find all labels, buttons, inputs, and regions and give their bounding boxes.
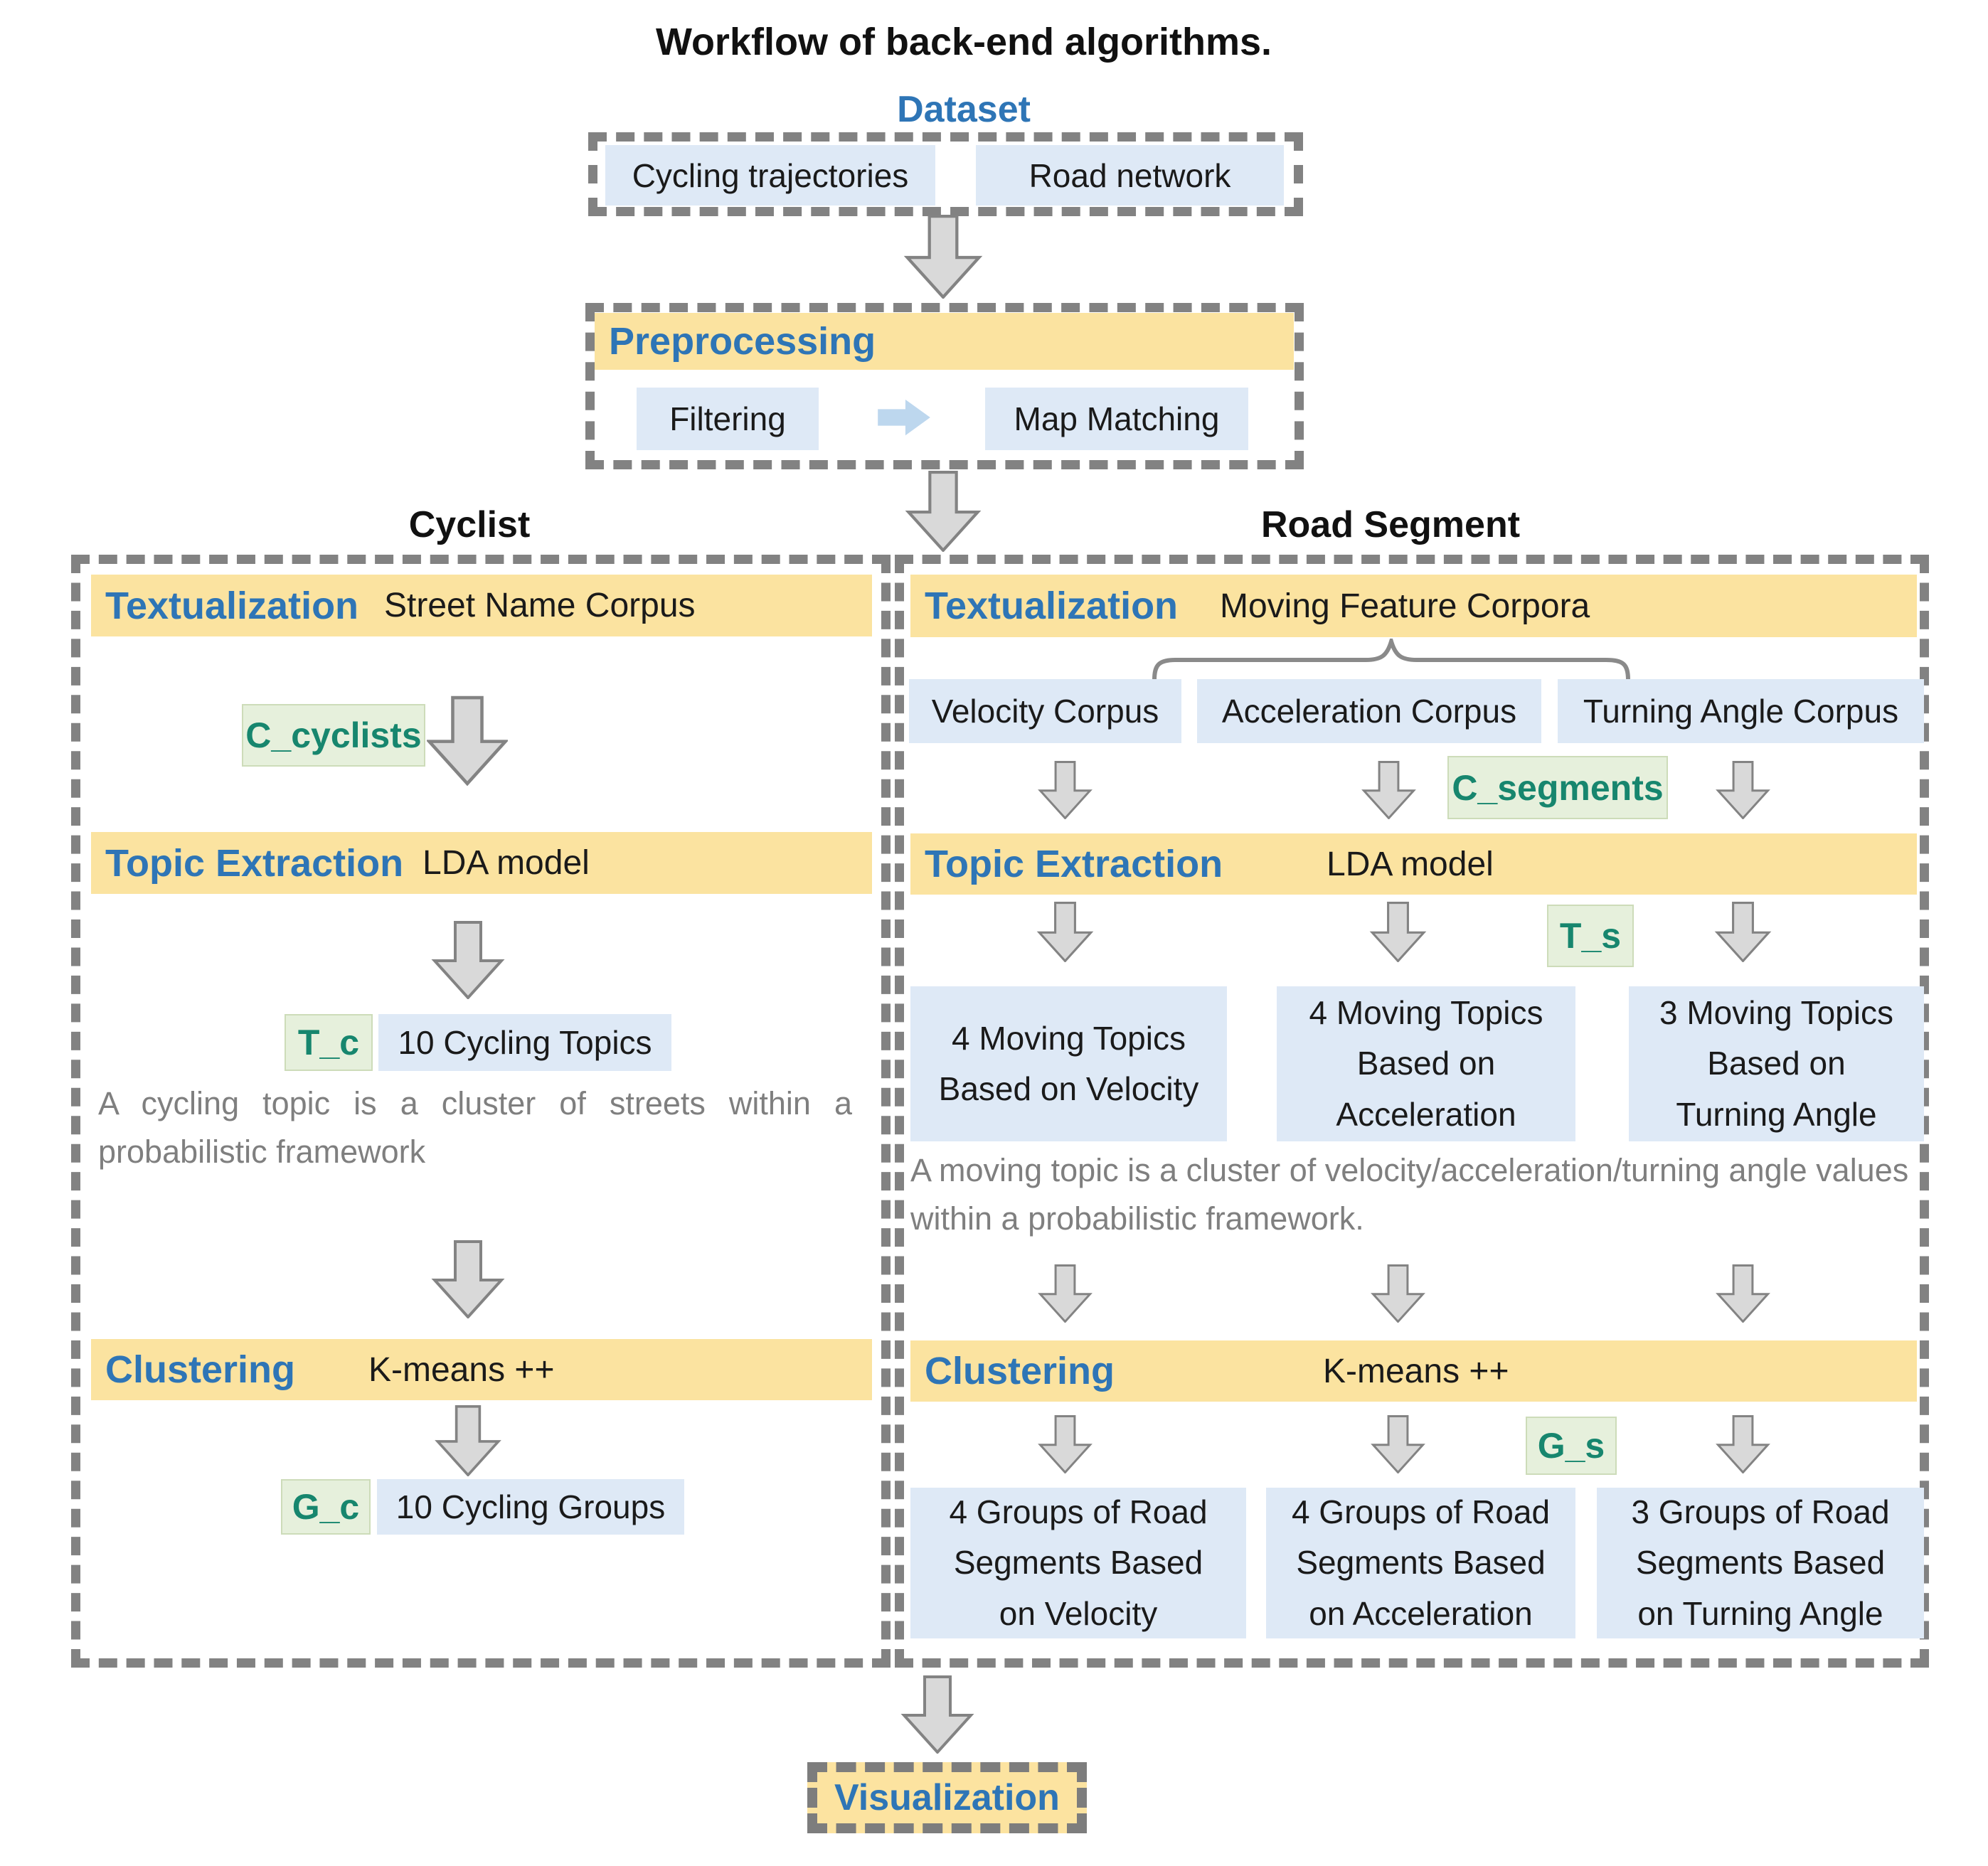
lda-model-label: LDA model bbox=[1327, 845, 1494, 883]
preprocessing-group bbox=[585, 303, 1304, 469]
cyclist-textualization-bar: Textualization Street Name Corpus bbox=[91, 575, 872, 636]
kmeans-label: K-means ++ bbox=[368, 1350, 555, 1389]
down-arrow-icon bbox=[1364, 1415, 1432, 1473]
down-arrow-icon bbox=[428, 1240, 508, 1318]
textualization-label: Textualization bbox=[925, 585, 1179, 627]
down-arrow-icon bbox=[1709, 1264, 1777, 1323]
road-groups-velocity-box: 4 Groups of Road Segments Based on Veloc… bbox=[910, 1488, 1246, 1638]
turning-angle-corpus-box: Turning Angle Corpus bbox=[1558, 679, 1924, 743]
lda-model-label: LDA model bbox=[422, 844, 590, 882]
topic-extraction-label: Topic Extraction bbox=[925, 843, 1223, 885]
filtering-box: Filtering bbox=[637, 388, 819, 450]
cyclist-topic-extraction-bar: Topic Extraction LDA model bbox=[91, 832, 872, 894]
topic-extraction-label: Topic Extraction bbox=[105, 841, 404, 885]
preprocessing-label: Preprocessing bbox=[609, 320, 876, 363]
segment-topic-extraction-bar: Topic Extraction LDA model bbox=[910, 833, 1917, 895]
down-arrow-icon bbox=[1031, 1415, 1099, 1473]
road-segment-column-title: Road Segment bbox=[1260, 504, 1521, 545]
page-title: Workflow of back-end algorithms. bbox=[655, 21, 1272, 63]
clustering-label: Clustering bbox=[105, 1348, 296, 1391]
c-cyclists-tag: C_cyclists bbox=[242, 704, 425, 767]
textualization-label: Textualization bbox=[105, 584, 359, 627]
down-arrow-icon bbox=[1031, 902, 1099, 962]
acceleration-corpus-box: Acceleration Corpus bbox=[1197, 679, 1541, 743]
moving-topics-turning-angle-box: 3 Moving Topics Based on Turning Angle bbox=[1629, 986, 1924, 1141]
segment-textualization-bar: Textualization Moving Feature Corpora bbox=[910, 575, 1917, 637]
velocity-corpus-box: Velocity Corpus bbox=[909, 679, 1181, 743]
road-groups-acceleration-box: 4 Groups of Road Segments Based on Accel… bbox=[1266, 1488, 1575, 1638]
g-c-tag: G_c bbox=[281, 1479, 371, 1535]
map-matching-box: Map Matching bbox=[985, 388, 1248, 450]
cyclist-clustering-bar: Clustering K-means ++ bbox=[91, 1339, 872, 1400]
road-segment-column bbox=[895, 555, 1929, 1668]
brace-icon bbox=[1152, 639, 1630, 681]
t-c-tag: T_c bbox=[285, 1014, 373, 1071]
g-s-tag: G_s bbox=[1526, 1417, 1617, 1475]
down-arrow-icon bbox=[1709, 902, 1777, 962]
down-arrow-icon bbox=[427, 693, 508, 788]
down-arrow-icon bbox=[1031, 1264, 1099, 1323]
visualization-label: Visualization bbox=[834, 1777, 1060, 1818]
dataset-label: Dataset bbox=[897, 89, 1031, 130]
moving-topics-velocity-box: 4 Moving Topics Based on Velocity bbox=[910, 986, 1227, 1141]
down-arrow-icon bbox=[897, 471, 989, 552]
down-arrow-icon bbox=[1031, 761, 1099, 819]
cyclist-column bbox=[71, 555, 891, 1668]
dataset-group bbox=[588, 132, 1303, 216]
t-s-tag: T_s bbox=[1547, 905, 1634, 967]
cycling-topics-box: 10 Cycling Topics bbox=[378, 1014, 671, 1071]
cyclist-column-title: Cyclist bbox=[408, 504, 531, 545]
down-arrow-icon bbox=[428, 1405, 508, 1476]
down-arrow-icon bbox=[1364, 902, 1432, 962]
down-arrow-icon bbox=[895, 1675, 980, 1754]
down-arrow-icon bbox=[897, 215, 989, 299]
street-name-corpus-label: Street Name Corpus bbox=[384, 587, 696, 624]
down-arrow-icon bbox=[428, 921, 508, 999]
segment-clustering-bar: Clustering K-means ++ bbox=[910, 1340, 1917, 1402]
cycling-groups-box: 10 Cycling Groups bbox=[377, 1479, 684, 1535]
right-arrow-icon bbox=[876, 395, 932, 439]
road-groups-turning-angle-box: 3 Groups of Road Segments Based on Turni… bbox=[1597, 1488, 1924, 1638]
c-segments-tag: C_segments bbox=[1447, 756, 1668, 819]
down-arrow-icon bbox=[1364, 1264, 1432, 1323]
down-arrow-icon bbox=[1355, 761, 1423, 819]
preprocessing-header: Preprocessing bbox=[595, 313, 1294, 370]
road-network-box: Road network bbox=[976, 145, 1284, 206]
road-segment-note: A moving topic is a cluster of velocity/… bbox=[910, 1152, 1909, 1237]
visualization-box: Visualization bbox=[807, 1762, 1087, 1833]
moving-feature-corpora-label: Moving Feature Corpora bbox=[1220, 587, 1590, 625]
kmeans-label: K-means ++ bbox=[1323, 1352, 1509, 1390]
clustering-label: Clustering bbox=[925, 1350, 1115, 1392]
moving-topics-acceleration-box: 4 Moving Topics Based on Acceleration bbox=[1277, 986, 1575, 1141]
down-arrow-icon bbox=[1709, 761, 1777, 819]
down-arrow-icon bbox=[1709, 1415, 1777, 1473]
cyclist-note: A cycling topic is a cluster of streets … bbox=[98, 1085, 852, 1170]
cycling-trajectories-box: Cycling trajectories bbox=[605, 145, 935, 206]
